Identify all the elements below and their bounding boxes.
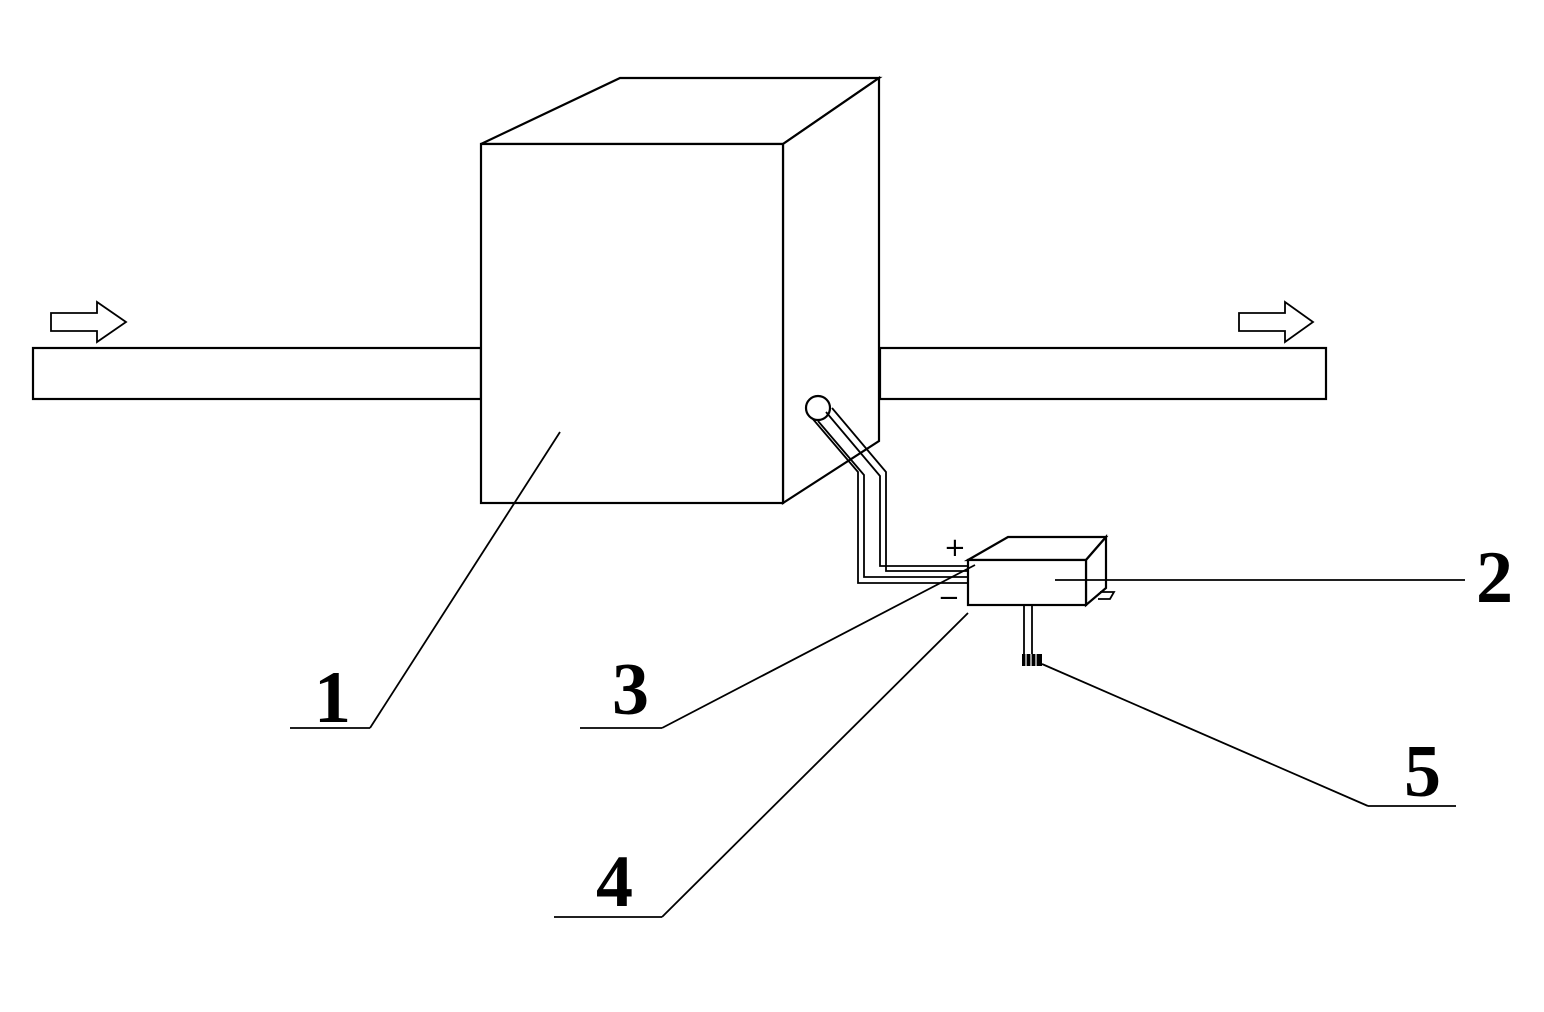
label-3: 3	[612, 649, 649, 731]
controller-box	[963, 534, 1116, 608]
positive-terminal-label: +	[944, 533, 966, 563]
output-connector	[1022, 605, 1042, 666]
inlet-pipe	[31, 346, 483, 401]
label-4: 4	[596, 841, 633, 923]
label-5: 5	[1404, 731, 1441, 813]
flow-arrow-in-icon	[50, 300, 128, 344]
leader-lines	[290, 431, 1465, 918]
outlet-pipe	[878, 346, 1328, 401]
label-1: 1	[314, 657, 351, 739]
sensor-probe	[804, 394, 832, 422]
label-2: 2	[1476, 537, 1513, 619]
negative-terminal-label: −	[938, 583, 960, 613]
main-unit-box	[479, 75, 883, 506]
signal-wires	[811, 407, 968, 584]
flow-arrow-out-icon	[1238, 300, 1315, 344]
